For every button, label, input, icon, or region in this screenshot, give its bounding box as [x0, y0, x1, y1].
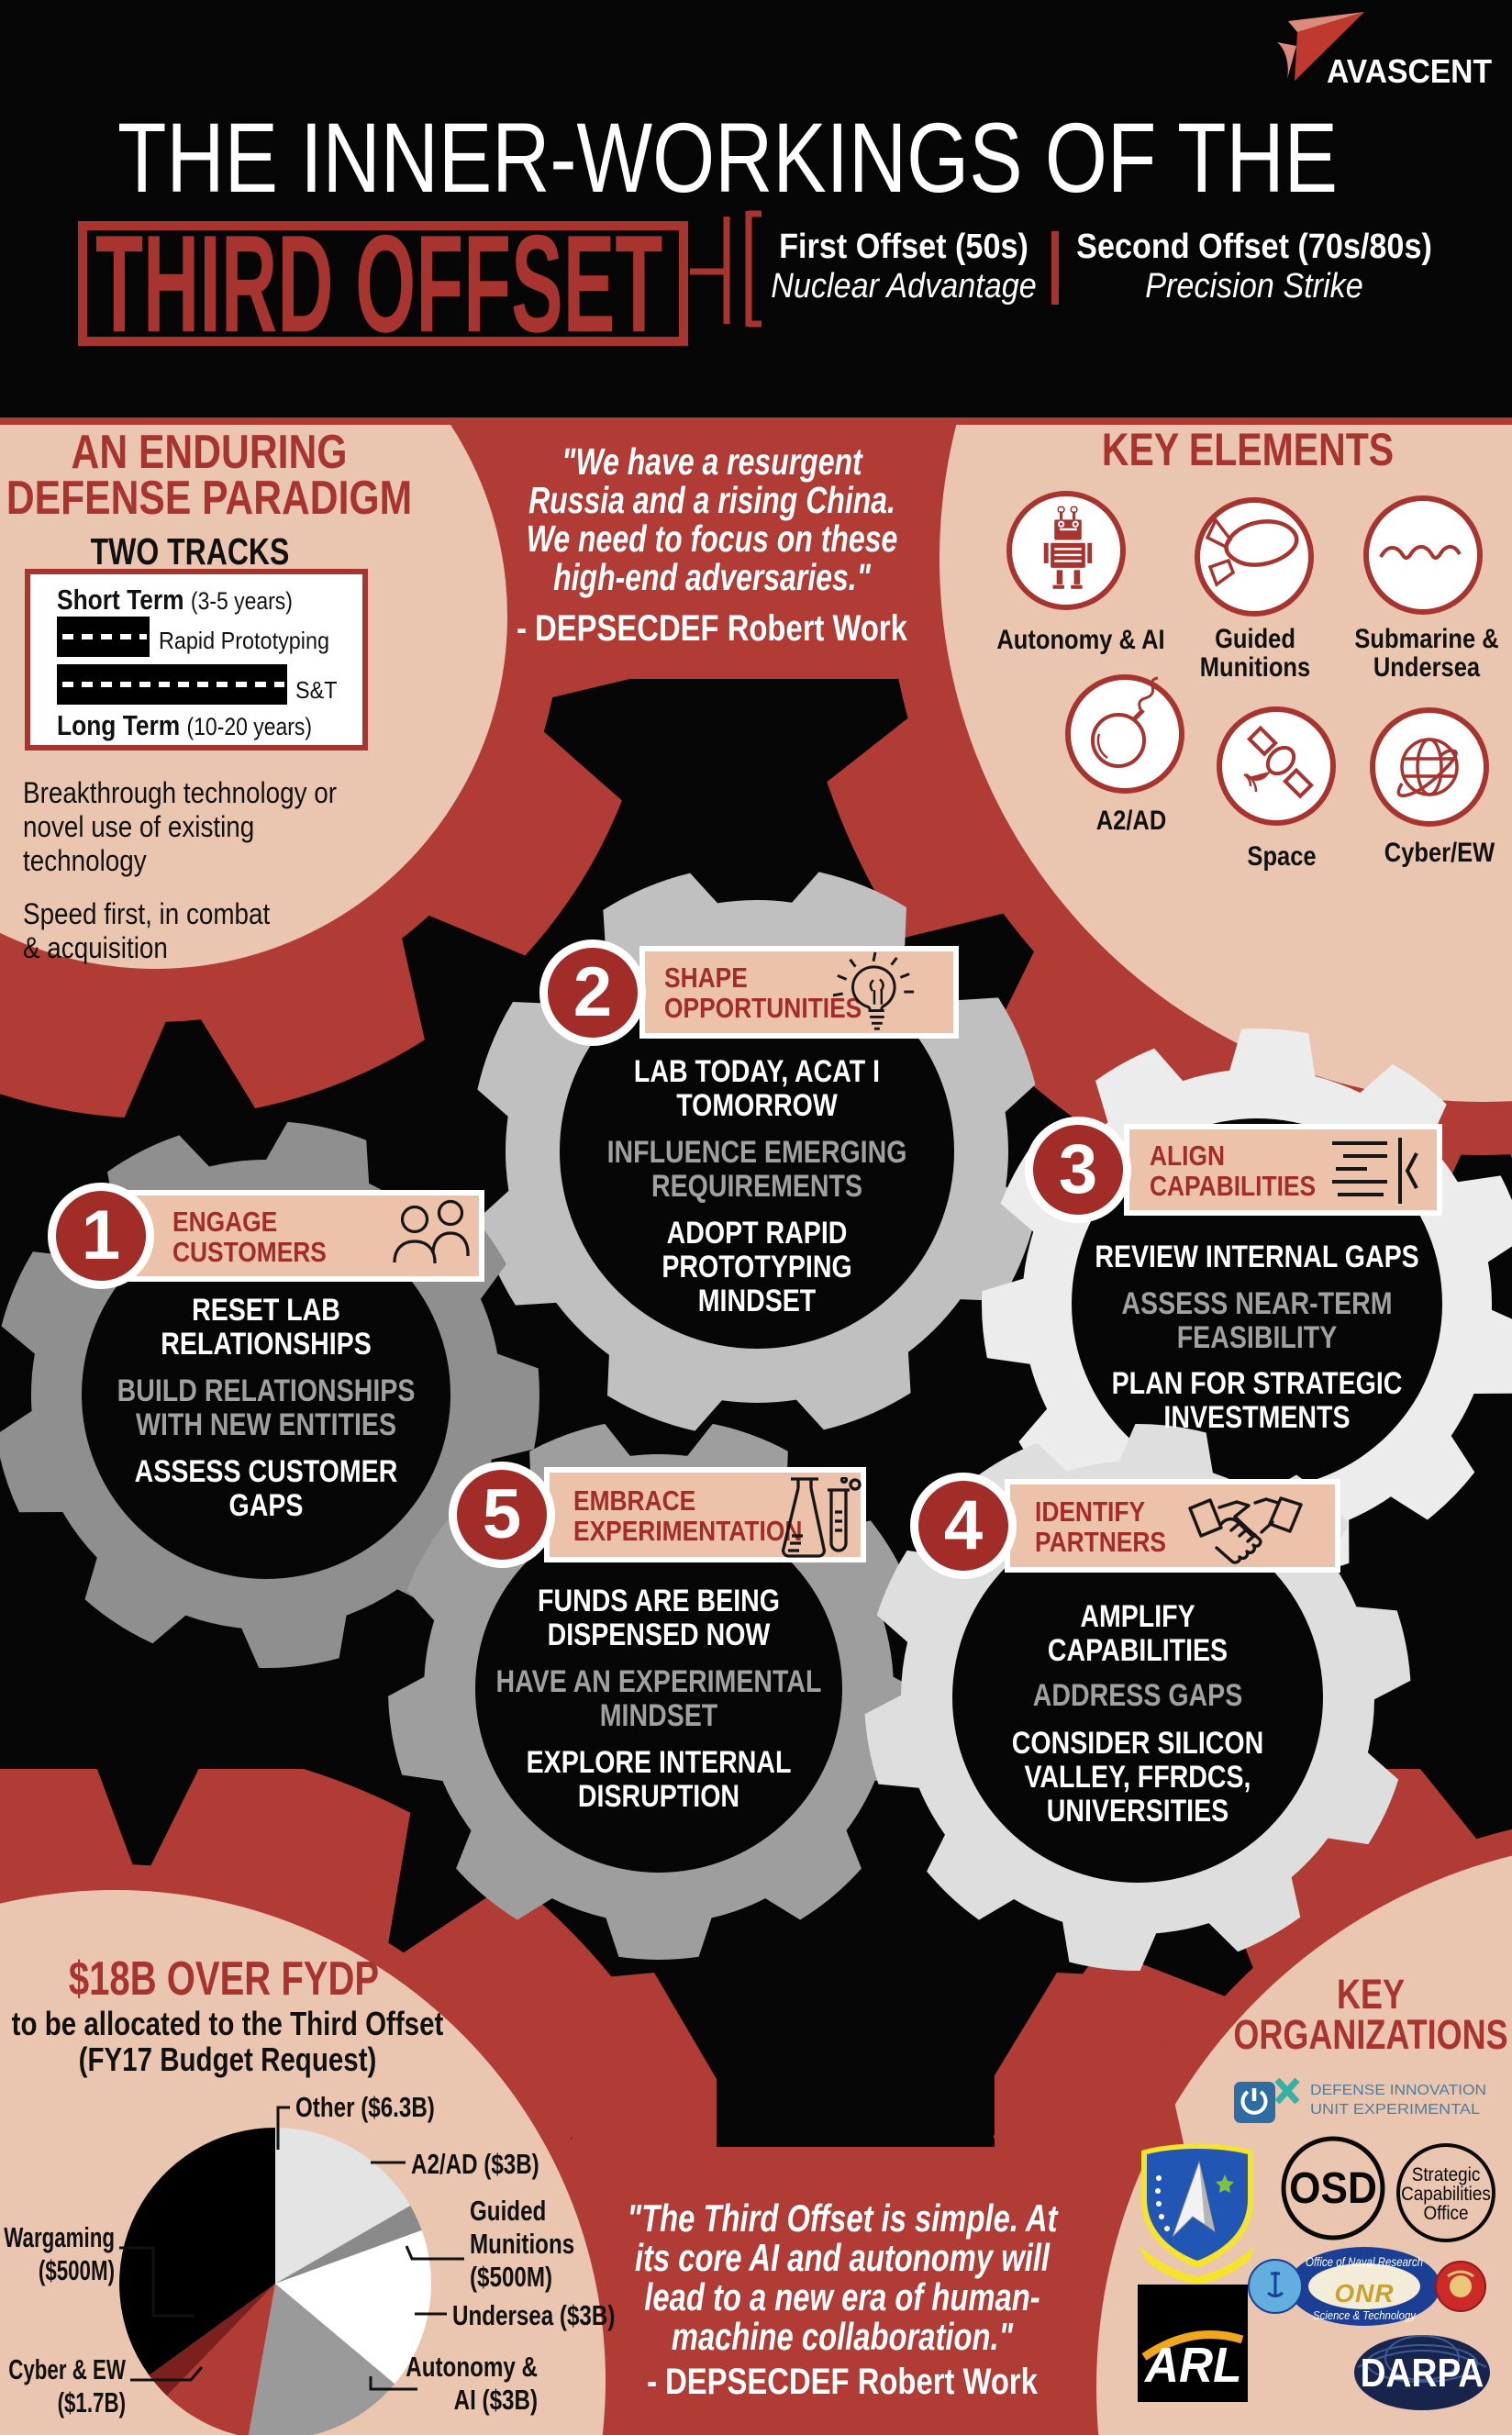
- svg-text:DEFENSE INNOVATION: DEFENSE INNOVATION: [1310, 2083, 1486, 2098]
- svg-text:ARL: ARL: [1143, 2338, 1241, 2393]
- svg-text:Office: Office: [1423, 2203, 1468, 2224]
- svg-text:Science & Technology: Science & Technology: [1313, 2308, 1417, 2322]
- svg-text:OSD: OSD: [1289, 2163, 1377, 2212]
- svg-text:UNIT EXPERIMENTAL: UNIT EXPERIMENTAL: [1310, 2102, 1480, 2118]
- svg-text:Office of Naval Research: Office of Naval Research: [1306, 2254, 1423, 2269]
- svg-text:DARPA: DARPA: [1361, 2350, 1484, 2396]
- svg-text:Strategic: Strategic: [1412, 2164, 1481, 2185]
- svg-text:ONR: ONR: [1334, 2279, 1394, 2307]
- svg-text:Capabilities: Capabilities: [1401, 2184, 1491, 2205]
- svg-text:AVASCENT: AVASCENT: [1327, 52, 1492, 90]
